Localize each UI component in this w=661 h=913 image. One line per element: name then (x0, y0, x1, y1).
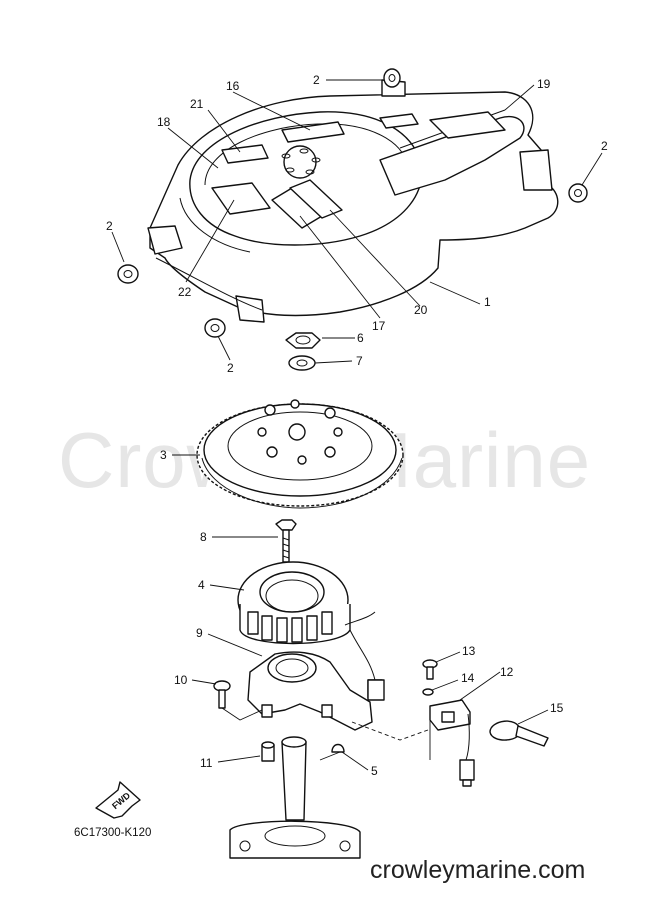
site-credit: crowleymarine.com (370, 856, 585, 884)
flywheel-cover (147, 79, 559, 323)
nut (285, 332, 321, 349)
callout-2-left: 2 (106, 219, 113, 233)
callout-2-top: 2 (313, 73, 320, 87)
callout-9: 9 (196, 626, 203, 640)
stator-base (247, 651, 383, 731)
callout-11: 11 (200, 756, 213, 770)
leader-lines (111, 79, 603, 771)
stator-connector (367, 679, 385, 701)
callout-2-right: 2 (601, 139, 608, 153)
callout-20: 20 (414, 303, 428, 317)
callout-17: 17 (372, 319, 386, 333)
callout-2-bottom: 2 (227, 361, 234, 375)
callout-22: 22 (178, 285, 192, 299)
washer-small (422, 688, 434, 696)
callout-16: 16 (226, 79, 240, 93)
dowel-pin (261, 741, 275, 762)
stator (237, 561, 376, 681)
callout-8: 8 (200, 530, 207, 544)
callout-19: 19 (537, 77, 551, 91)
label-pad-21 (221, 144, 269, 164)
label-pad-22 (211, 182, 271, 215)
flywheel (196, 399, 404, 509)
stator-bolt (275, 519, 297, 563)
callout-4: 4 (198, 578, 205, 592)
label-pad-16 (281, 121, 345, 143)
callout-15: 15 (550, 701, 564, 715)
callout-21: 21 (190, 97, 204, 111)
callout-5: 5 (371, 764, 378, 778)
wire-clamp (489, 720, 549, 747)
diagram-code: 6C17300-K120 (74, 827, 151, 839)
callout-18: 18 (157, 115, 171, 129)
label-pad-20 (289, 179, 343, 219)
label-pad-19 (429, 111, 506, 139)
grommets (117, 68, 588, 338)
callout-13: 13 (462, 644, 476, 658)
callout-6: 6 (357, 331, 364, 345)
screw-small (422, 659, 438, 680)
fwd-arrow-icon: FWD (95, 781, 141, 819)
callout-labels: 2 19 2 2 2 16 21 18 22 17 20 1 6 7 3 8 4… (106, 73, 608, 778)
callout-1: 1 (484, 295, 491, 309)
callout-14: 14 (461, 671, 475, 685)
screw (213, 680, 231, 709)
callout-3: 3 (160, 448, 167, 462)
woodruff-key (331, 743, 345, 753)
callout-7: 7 (356, 354, 363, 368)
washer (288, 355, 316, 371)
callout-12: 12 (500, 665, 514, 679)
crankshaft (229, 736, 361, 859)
callout-10: 10 (174, 673, 188, 687)
pulser-coil (429, 699, 475, 787)
